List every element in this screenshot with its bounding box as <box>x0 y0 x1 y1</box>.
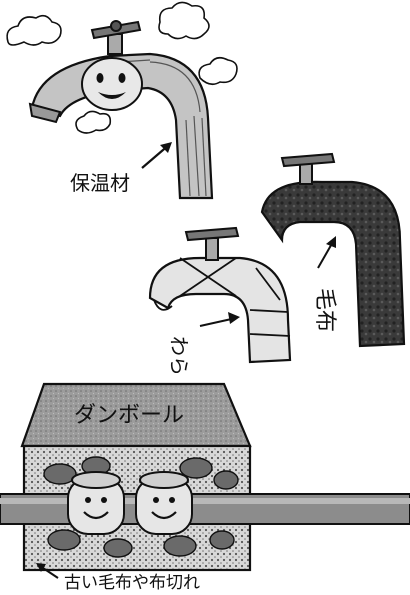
straw-label: わら <box>167 336 191 376</box>
faucet-face <box>81 57 143 111</box>
old-cloth-label: 古い毛布や布切れ <box>64 573 200 593</box>
straw-wrapped-pipe <box>148 256 292 364</box>
straw-ropes <box>153 257 291 337</box>
straw-faucet-valve <box>184 226 240 261</box>
steam-cloud-left <box>6 14 62 46</box>
faucet-spout <box>28 102 62 124</box>
insulated-faucet-scene: 保温材 <box>6 1 238 200</box>
cloth-rags <box>43 456 239 558</box>
blanket-faucet-valve <box>280 152 336 185</box>
steam-cloud-right <box>75 1 238 134</box>
valve-right <box>135 471 193 535</box>
cardboard-label: ダンボール <box>74 403 184 428</box>
buried-faucets-scene: ダンボール 古い毛布や布切れ <box>0 382 410 593</box>
blanket-label: 毛布 <box>312 288 337 332</box>
faucet-valve <box>90 20 142 55</box>
insulation-label: 保温材 <box>70 171 130 195</box>
valve-left <box>67 471 125 535</box>
wrapped-faucets-scene: 毛布 わら <box>148 152 406 376</box>
